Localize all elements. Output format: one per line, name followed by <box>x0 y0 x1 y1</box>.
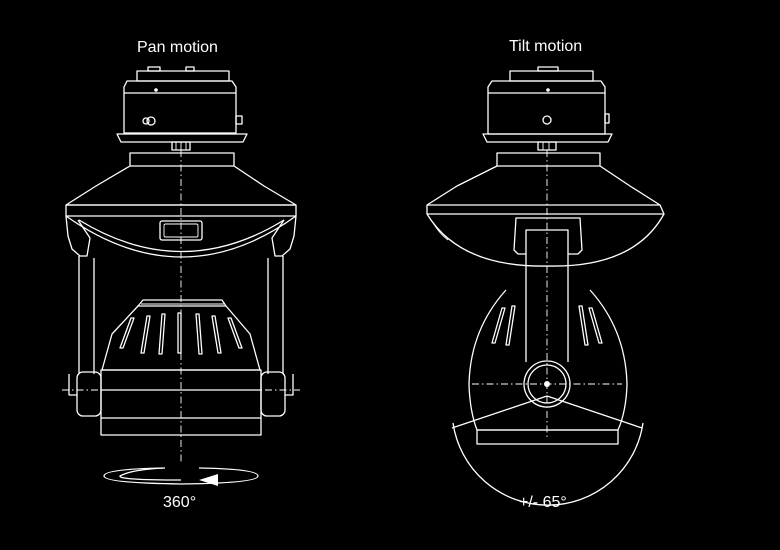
tilt-motion-title: Tilt motion <box>509 38 583 55</box>
tilt-lamp-head <box>468 289 628 445</box>
pan-motion-title: Pan motion <box>137 39 218 56</box>
tilt-yoke <box>513 217 583 362</box>
tilt-fixture-drawing <box>426 66 665 506</box>
tilt-ceiling-mount <box>482 66 613 151</box>
pan-angle-label: 360° <box>163 494 197 511</box>
pan-rotation-arrow <box>103 467 259 486</box>
tilt-hood <box>426 152 665 267</box>
pan-ceiling-mount <box>116 66 248 151</box>
tilt-angle-label: +/- 65° <box>519 494 567 511</box>
tilt-angle-indicator <box>451 395 644 506</box>
pan-fixture-drawing <box>62 66 300 486</box>
